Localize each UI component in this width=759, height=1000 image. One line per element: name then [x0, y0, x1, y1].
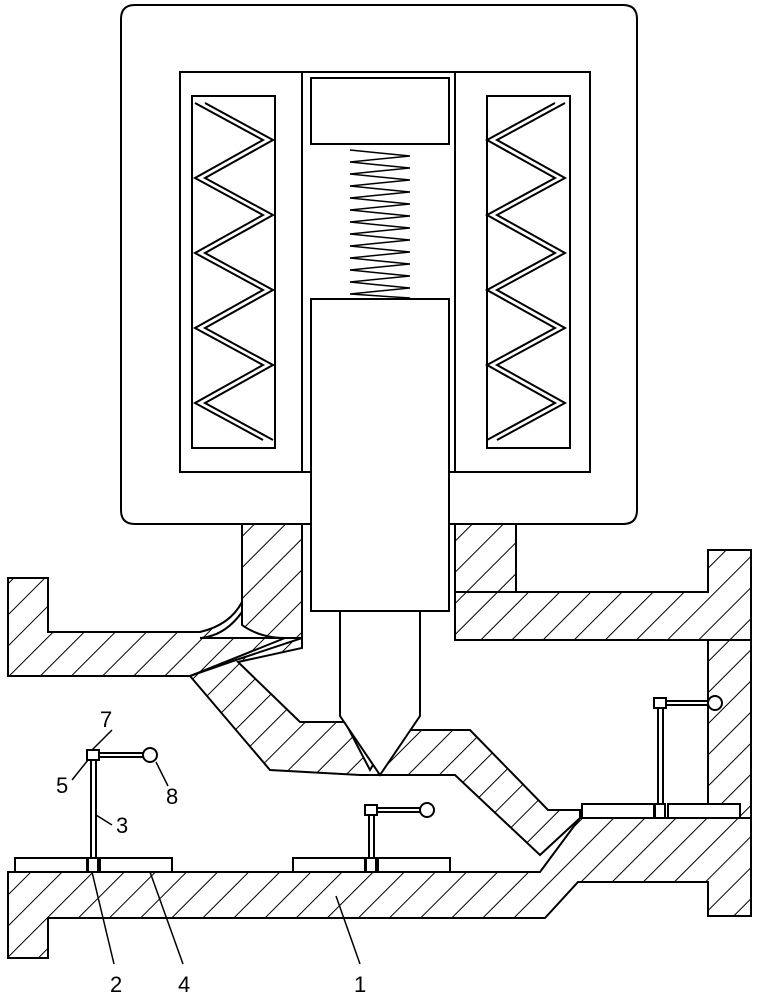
label-8: 8: [166, 784, 178, 809]
label-1: 1: [354, 972, 366, 997]
sensor-probe-right: [653, 695, 723, 819]
plunger: [310, 298, 450, 777]
static-core: [310, 77, 450, 145]
sensor-probe-left: [86, 747, 158, 873]
leader-lines: [71, 729, 361, 965]
left-coil: [179, 71, 303, 473]
sensor-probe-middle: [364, 802, 435, 873]
label-5: 5: [56, 773, 68, 798]
label-4: 4: [178, 972, 190, 997]
spring: [349, 149, 411, 299]
right-coil: [454, 71, 591, 473]
label-7: 7: [100, 707, 112, 732]
base-strips: [14, 803, 741, 873]
label-2: 2: [110, 972, 122, 997]
label-3: 3: [116, 813, 128, 838]
valve-body: [7, 523, 752, 959]
